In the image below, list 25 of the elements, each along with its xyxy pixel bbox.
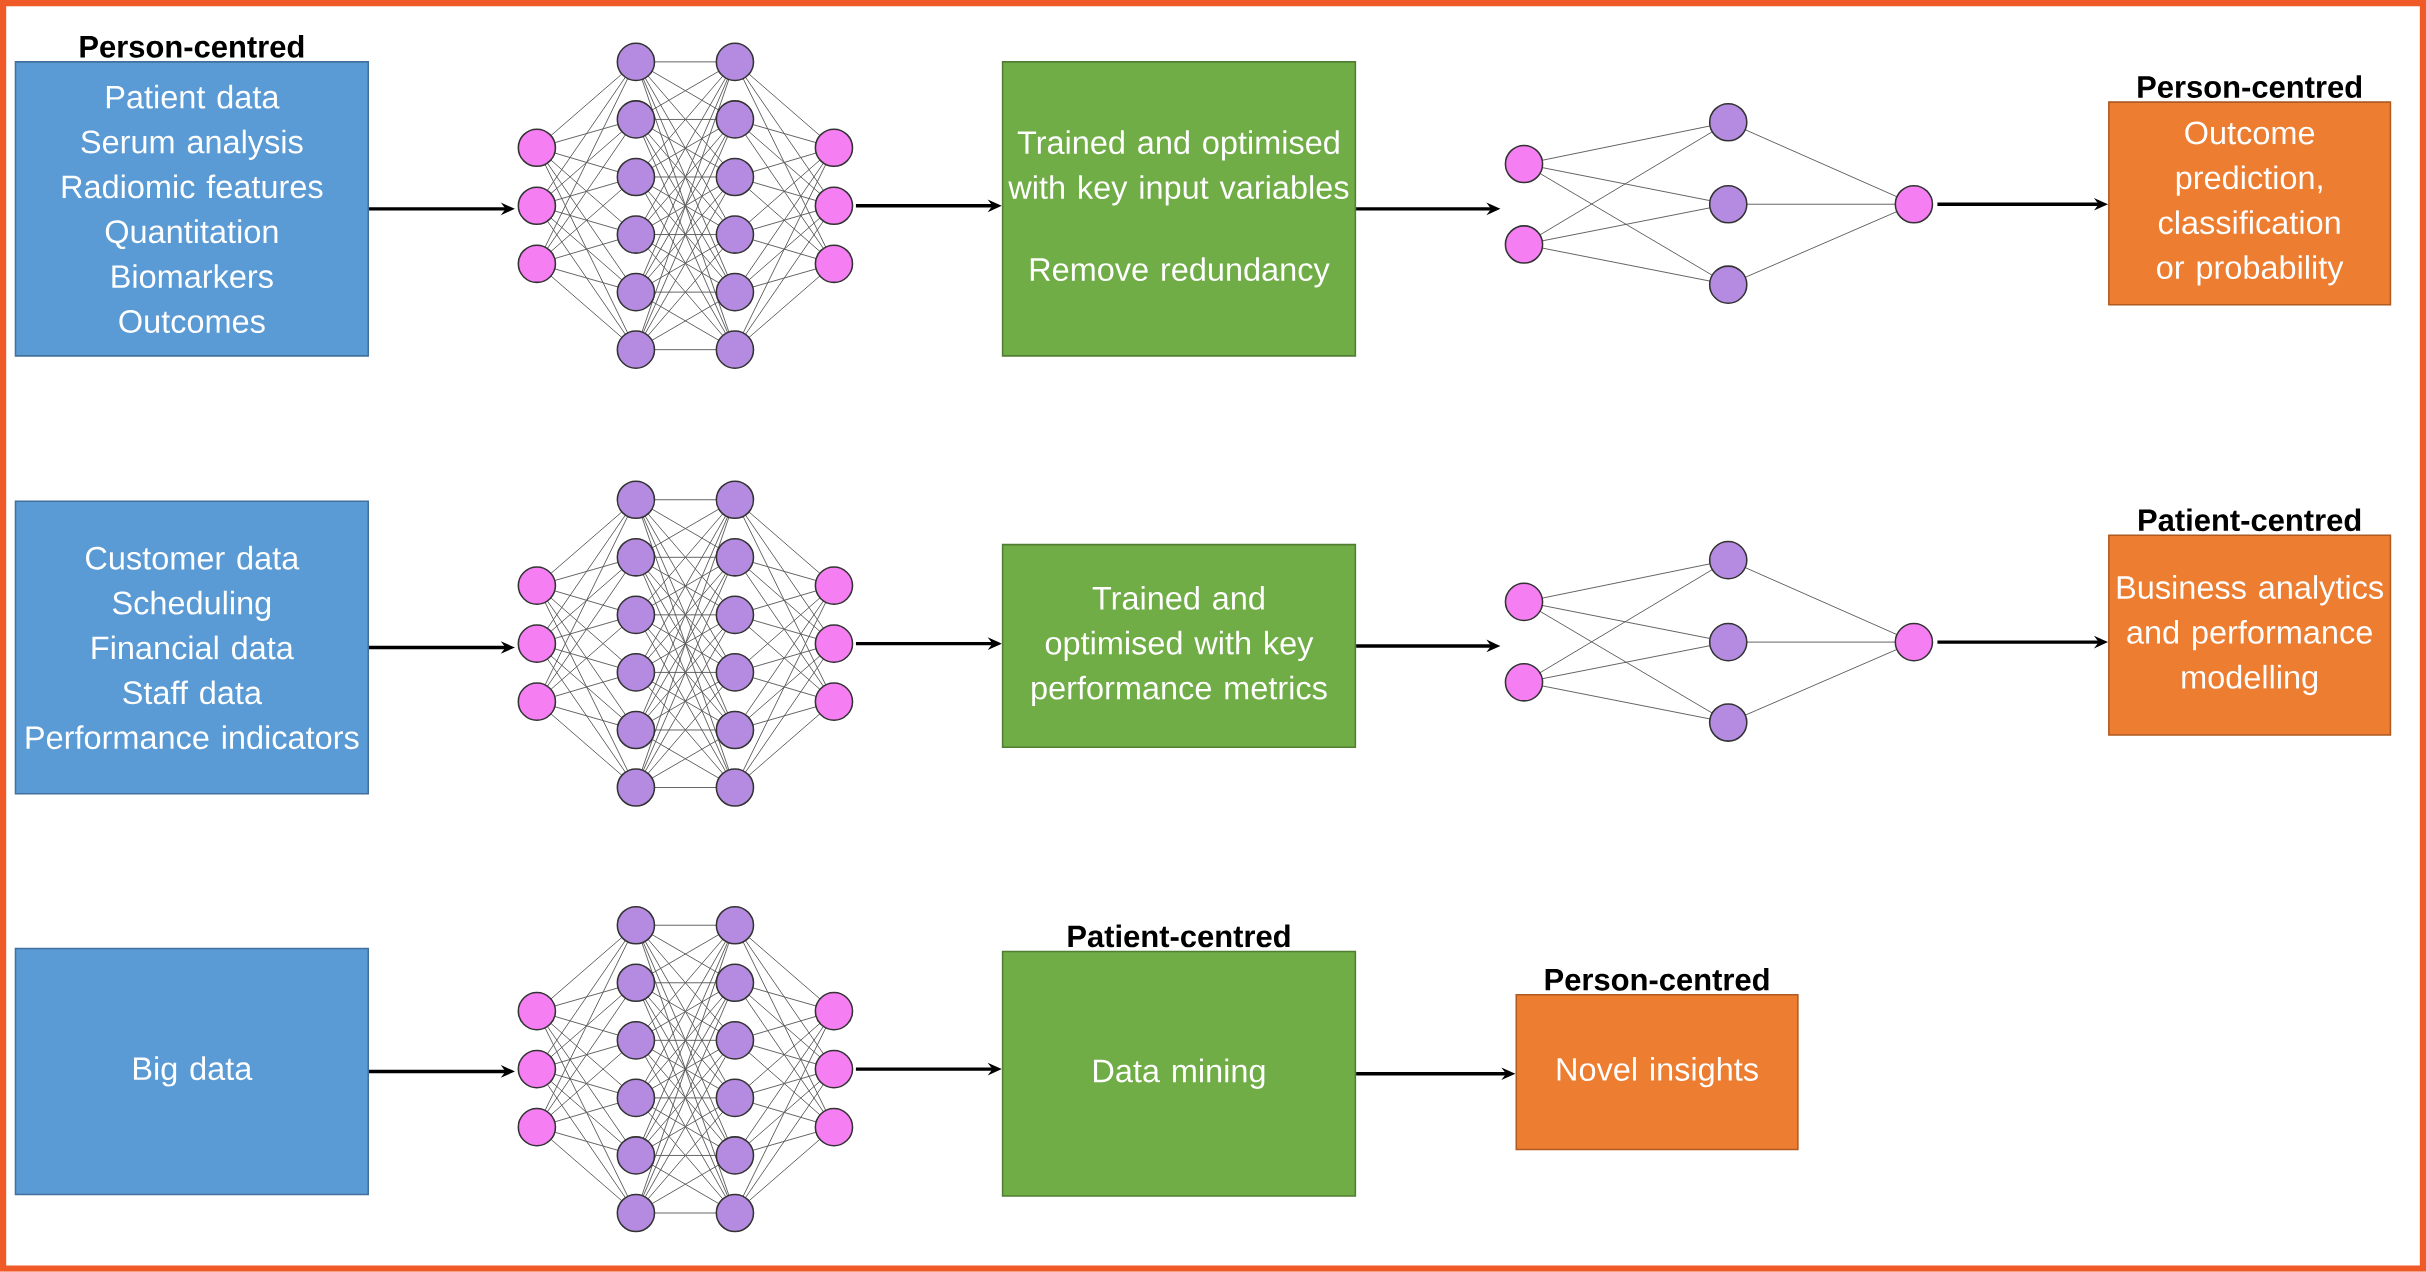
process-box: Trained and optimised with key performance metrics <box>1001 543 1357 749</box>
neural-network-drawing <box>517 480 854 807</box>
box-heading: Person-centred <box>80 35 304 58</box>
box-heading: Patient-centred <box>2139 508 2361 532</box>
process-box: Data mining <box>1001 950 1357 1197</box>
box-heading: Person-centred <box>1545 968 1769 991</box>
node-label: Radiomic features <box>62 174 323 199</box>
node-label: Biomarkers <box>112 264 273 289</box>
process-box: Trained and optimised with key input variables Remove redundancy <box>1001 61 1357 357</box>
node-label: Quantitation <box>105 219 278 250</box>
node-label: Outcomes <box>119 310 265 334</box>
node-label: Serum analysis <box>81 129 303 161</box>
input-box: Patient data Serum analysis Radiomic features Quantitation Biomarkers Outcomes <box>14 61 370 357</box>
box-heading: Patient-centred <box>1068 924 1290 948</box>
input-box: Big data <box>14 947 370 1196</box>
neural-network-drawing <box>1504 103 1934 305</box>
output-box: Novel insights <box>1515 994 1799 1151</box>
neural-network-drawing <box>517 42 854 370</box>
neural-network-drawing <box>517 906 854 1233</box>
node-label: Patient data <box>106 84 280 109</box>
input-box: Customer data Scheduling Financial data Staff data Performance indicators <box>14 500 370 795</box>
box-heading: Person-centred <box>2138 75 2362 99</box>
output-box: Outcome prediction, classification or probability <box>2108 101 2392 306</box>
output-box: Business analytics and performance modelling <box>2108 534 2392 736</box>
neural-network-drawing <box>1504 540 1934 742</box>
